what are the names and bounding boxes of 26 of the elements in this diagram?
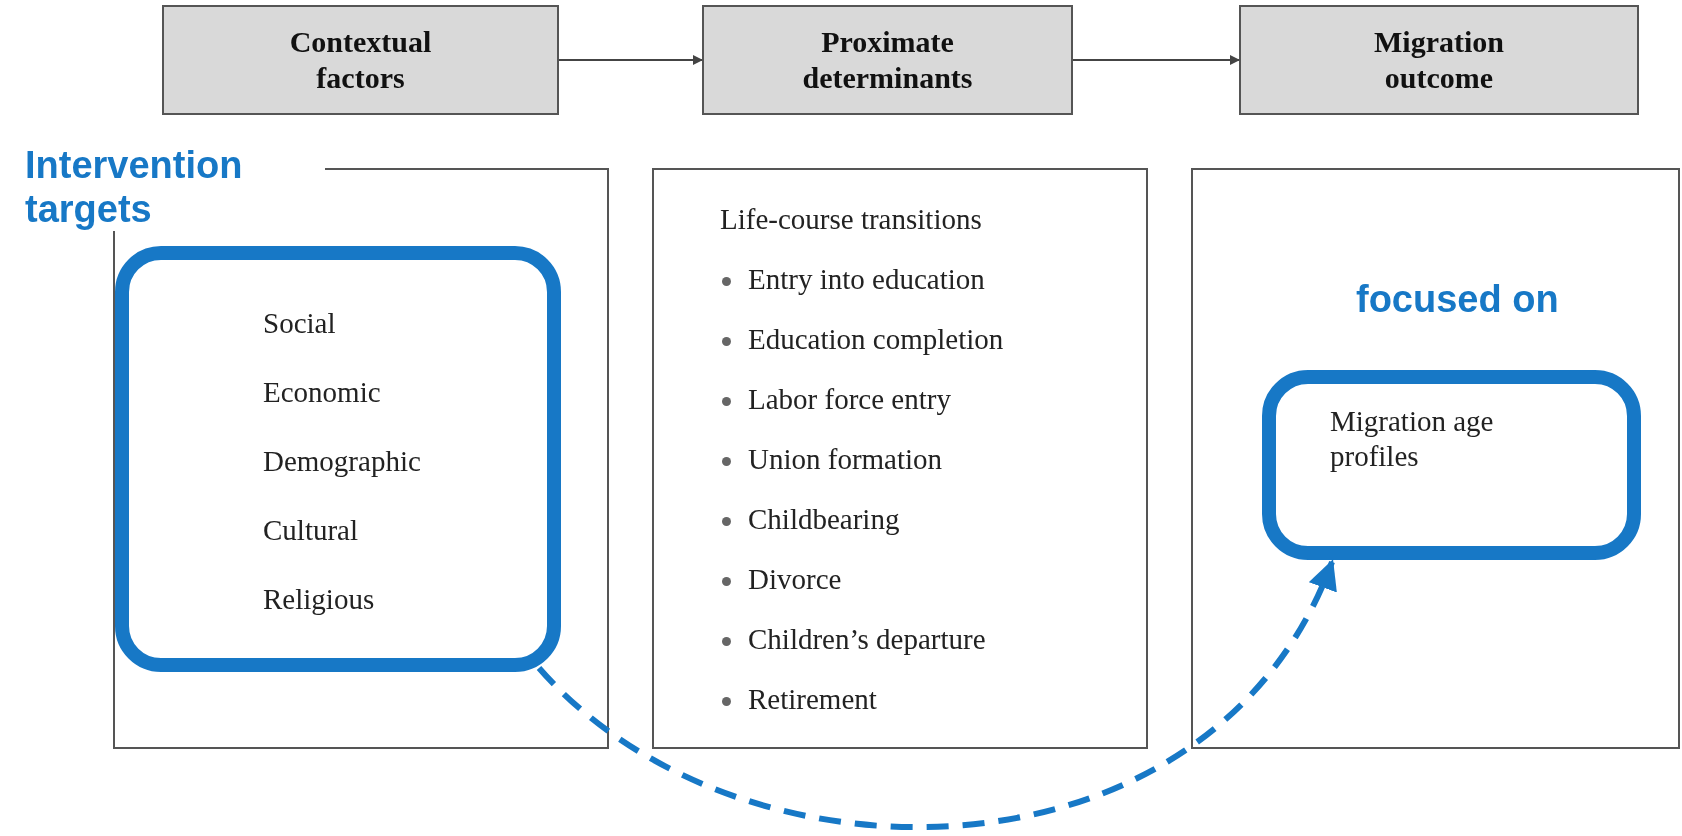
stage-title: Proximate determinants xyxy=(801,24,974,96)
list-item: Retirement xyxy=(748,682,877,717)
stage-box xyxy=(1239,5,1639,115)
stage-title: Migration outcome xyxy=(1373,24,1505,96)
arrow xyxy=(558,55,703,65)
list-item: Children’s departure xyxy=(748,622,986,657)
list-item: Divorce xyxy=(748,562,842,597)
arrow xyxy=(1072,55,1240,65)
factor-item: Religious xyxy=(263,582,375,617)
factor-item: Demographic xyxy=(263,444,421,479)
list-item: Entry into education xyxy=(748,262,985,297)
dashed-arrow xyxy=(536,559,1335,830)
stage-title: Contextual factors xyxy=(288,24,433,96)
stage-box xyxy=(162,5,559,115)
factor-item: Economic xyxy=(263,375,381,410)
factor-item: Cultural xyxy=(263,513,359,548)
list-item: Union formation xyxy=(748,442,943,477)
stage-box xyxy=(702,5,1073,115)
list-item: Education completion xyxy=(748,322,1004,357)
list-heading: Life-course transitions xyxy=(720,202,982,237)
list-item: Childbearing xyxy=(748,502,900,537)
factor-item: Social xyxy=(263,306,336,341)
content-panel xyxy=(652,168,1148,749)
list-item: Labor force entry xyxy=(748,382,951,417)
outcome-item: Migration age profiles xyxy=(1330,404,1495,474)
content-panel xyxy=(1191,168,1680,749)
